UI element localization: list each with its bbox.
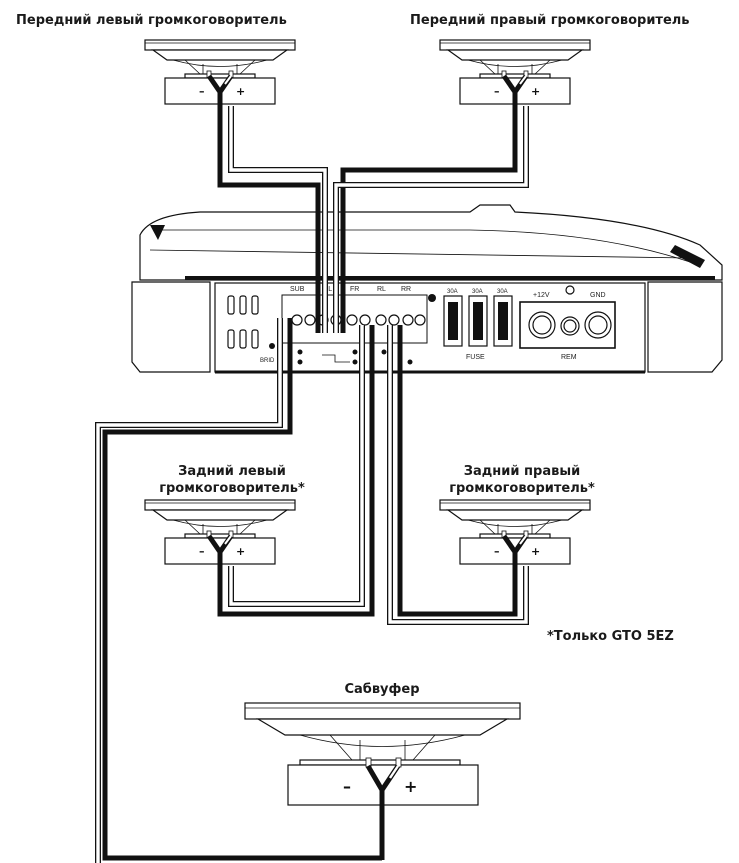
channel-label-fr: FR bbox=[350, 286, 359, 293]
polarity-minus: – bbox=[199, 85, 205, 98]
polarity-plus: + bbox=[236, 85, 245, 98]
front-right-speaker: – + bbox=[439, 39, 591, 106]
channel-label-sub: SUB bbox=[290, 286, 305, 293]
fuse-rating-1: 30A bbox=[447, 289, 458, 295]
polarity-minus: – bbox=[199, 545, 205, 558]
fuse-rating-2: 30A bbox=[472, 289, 483, 295]
power-label-gnd: GND bbox=[590, 292, 606, 299]
power-label-12v: +12V bbox=[533, 292, 550, 299]
gto-note: *Только GTO 5EZ bbox=[547, 629, 674, 644]
fuse-label: FUSE bbox=[466, 354, 485, 361]
polarity-minus: – bbox=[494, 545, 500, 558]
channel-label-rr: RR bbox=[401, 286, 411, 293]
gain-knobs: BRID bbox=[227, 295, 275, 364]
rear-left-label-line2: громкоговоритель* bbox=[159, 481, 305, 496]
polarity-plus: + bbox=[531, 545, 540, 558]
front-right-label: Передний правый громкоговоритель bbox=[410, 13, 690, 28]
speaker-terminals bbox=[281, 294, 428, 365]
front-left-label: Передний левый громкоговоритель bbox=[16, 13, 287, 28]
rear-right-label-line1: Задний правый bbox=[464, 464, 580, 479]
speaker-wires bbox=[95, 106, 529, 863]
polarity-plus: + bbox=[236, 545, 245, 558]
polarity-minus: – bbox=[494, 85, 500, 98]
fuse-rating-3: 30A bbox=[497, 289, 508, 295]
subwoofer-label: Сабвуфер bbox=[344, 682, 419, 697]
channel-label-fl: FL bbox=[324, 286, 332, 293]
rear-right-speaker: – + bbox=[439, 499, 591, 566]
front-left-speaker: – + bbox=[144, 39, 296, 106]
subwoofer-speaker: – + bbox=[244, 702, 521, 860]
rear-left-label-line1: Задний левый bbox=[178, 464, 286, 479]
polarity-plus: + bbox=[404, 777, 417, 796]
rear-left-speaker: – + bbox=[144, 499, 296, 566]
power-terminals: +12V GND REM bbox=[519, 285, 616, 361]
polarity-plus: + bbox=[531, 85, 540, 98]
bridge-label: BRID bbox=[260, 358, 275, 364]
amplifier: BRID SUB FL FR RL RR 30A 30A 30A bbox=[131, 204, 723, 374]
fuse-block: 30A 30A 30A FUSE bbox=[443, 289, 513, 361]
rem-label: REM bbox=[561, 354, 577, 361]
channel-label-rl: RL bbox=[377, 286, 386, 293]
rear-right-label-line2: громкоговоритель* bbox=[449, 481, 595, 496]
polarity-minus: – bbox=[343, 777, 351, 796]
